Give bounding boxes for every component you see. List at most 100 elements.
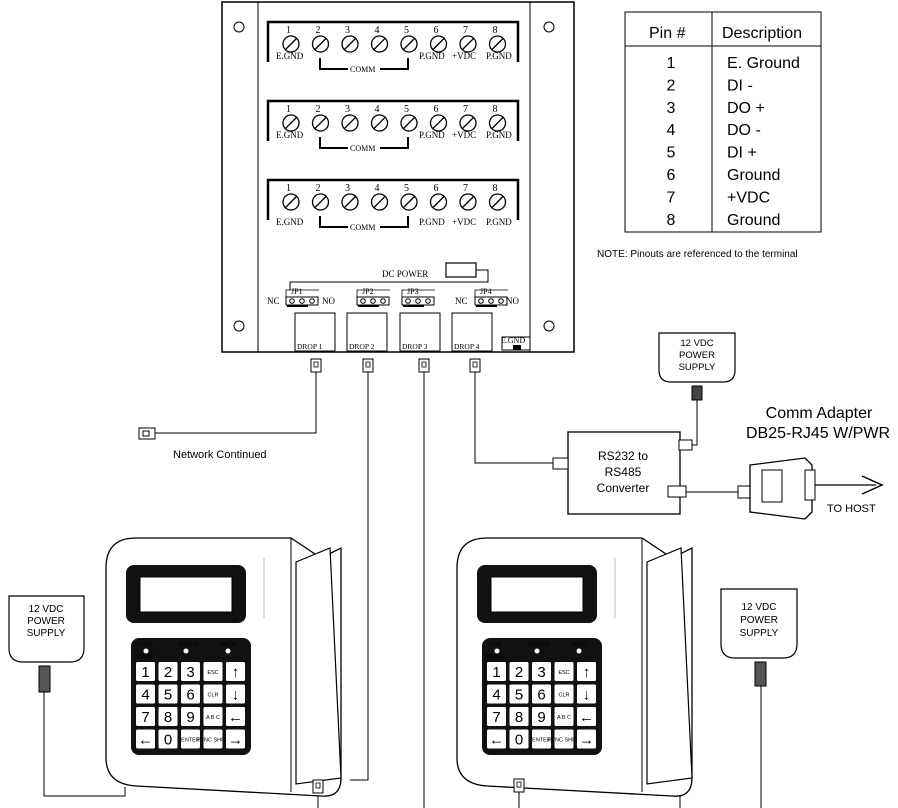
- screw-terminal-icon: [311, 35, 330, 53]
- svg-text:12 VDC: 12 VDC: [741, 602, 776, 613]
- svg-text:INVALID: INVALID: [529, 642, 550, 648]
- pgnd-label: P.GND: [486, 51, 512, 61]
- screw-terminal-icon: [488, 114, 507, 132]
- svg-text:JP4: JP4: [480, 287, 492, 296]
- screw-terminal-icon: [459, 35, 477, 53]
- no-label: NO: [506, 296, 519, 306]
- pin-number: 3: [345, 183, 350, 194]
- pin-row-description: E. Ground: [727, 55, 800, 72]
- power-plug-icon: [691, 385, 703, 401]
- mount-hole: [543, 320, 555, 332]
- screw-terminal-icon: [459, 193, 477, 211]
- screw-terminal-icon: [459, 114, 477, 132]
- pgnd-label: P.GND: [419, 130, 445, 140]
- pin-number: 4: [375, 183, 380, 194]
- svg-text:12 VDC: 12 VDC: [28, 604, 63, 615]
- svg-text:POWER: POWER: [740, 615, 778, 626]
- pin-number: 4: [375, 104, 380, 115]
- svg-text:Comm Adapter: Comm Adapter: [766, 405, 873, 422]
- keypad-key: FUNC SHIFT: [197, 738, 230, 744]
- pin-number: 5: [404, 25, 409, 36]
- svg-text:SUPPLY: SUPPLY: [740, 628, 779, 639]
- pin-number: 1: [286, 104, 291, 115]
- keypad-key: 4: [492, 687, 500, 704]
- egnd-label: E.GND: [276, 51, 304, 61]
- keypad-key: 0: [515, 732, 523, 749]
- pin-row-number: 7: [667, 189, 676, 206]
- nc-label: NC: [455, 296, 468, 306]
- svg-text:Converter: Converter: [597, 481, 650, 495]
- to-host-label: TO HOST: [827, 503, 876, 515]
- rj45-plug-icon: [513, 778, 525, 793]
- drop-label: DROP 4: [454, 342, 480, 351]
- keypad-key: ↓: [232, 687, 240, 704]
- svg-text:RS232 to: RS232 to: [598, 449, 648, 463]
- egnd-label: E.GND: [276, 130, 304, 140]
- keypad-key: ESC: [207, 670, 218, 676]
- keypad-key: 9: [537, 709, 545, 726]
- pin-row-number: 1: [667, 55, 676, 72]
- drop-label: DROP 3: [402, 342, 428, 351]
- drop-port: DROP 1: [294, 312, 336, 376]
- svg-text:VALID: VALID: [571, 642, 587, 648]
- screw-terminal-icon: [429, 114, 448, 132]
- keypad-key: 4: [141, 687, 149, 704]
- keypad-key: 6: [537, 687, 545, 704]
- screw-terminal-icon: [370, 114, 389, 132]
- keypad-key: CLR: [207, 693, 218, 699]
- keypad-key: ←: [228, 709, 243, 726]
- keypad-key: →: [228, 732, 243, 749]
- screw-terminal-icon: [282, 114, 300, 132]
- pin-number: 3: [345, 104, 350, 115]
- drop-port: DROP 3: [399, 312, 441, 376]
- keypad-key: 9: [186, 709, 194, 726]
- svg-text:JP1: JP1: [291, 287, 303, 296]
- pin-number: 3: [345, 25, 350, 36]
- jumper: JP3: [401, 287, 435, 307]
- keypad-key: 3: [537, 664, 545, 681]
- pin-number: 4: [375, 25, 380, 36]
- screw-terminal-icon: [341, 35, 359, 53]
- screw-terminal-icon: [429, 35, 448, 53]
- keypad-key: 2: [515, 664, 523, 681]
- rs232-rs485-converter: RS232 to RS485 Converter: [552, 431, 693, 515]
- pin-number: 6: [434, 25, 439, 36]
- svg-text:POWER: POWER: [27, 616, 65, 627]
- svg-text:VALID: VALID: [220, 642, 236, 648]
- comm-label: COMM: [350, 65, 375, 74]
- screw-terminal-icon: [341, 193, 359, 211]
- keypad-key: A B C: [557, 715, 571, 721]
- jumper: JP1: [285, 287, 319, 307]
- pin-row-description: DI +: [727, 145, 757, 162]
- keypad-key: ←: [489, 732, 504, 749]
- svg-text:LOW: LOW: [489, 642, 502, 648]
- keypad-key: →: [579, 732, 594, 749]
- pgnd-label: P.GND: [486, 217, 512, 227]
- description-header: Description: [722, 25, 802, 42]
- egnd-label: E.GND: [276, 217, 304, 227]
- keypad-key: ENTER: [532, 738, 551, 744]
- screw-terminal-icon: [311, 193, 330, 211]
- pgnd-label: P.GND: [419, 51, 445, 61]
- svg-text:JP3: JP3: [407, 287, 419, 296]
- svg-text:LOW: LOW: [138, 642, 151, 648]
- keypad-key: 3: [186, 664, 194, 681]
- nc-label: NC: [267, 296, 280, 306]
- svg-text:12 VDC: 12 VDC: [680, 338, 713, 349]
- drop-port: DROP 4: [451, 312, 493, 376]
- pin-row-number: 5: [667, 145, 676, 162]
- drop-label: DROP 1: [297, 342, 323, 351]
- pin-number: 8: [493, 183, 498, 194]
- mount-hole: [233, 320, 245, 332]
- keypad-key: 0: [164, 732, 172, 749]
- pin-number: 7: [463, 183, 468, 194]
- pin-row-description: DI -: [727, 77, 753, 94]
- screw-terminal-icon: [429, 193, 448, 211]
- pin-row-number: 2: [667, 77, 676, 94]
- network-continued-label: Network Continued: [173, 449, 267, 461]
- mount-hole: [543, 21, 555, 33]
